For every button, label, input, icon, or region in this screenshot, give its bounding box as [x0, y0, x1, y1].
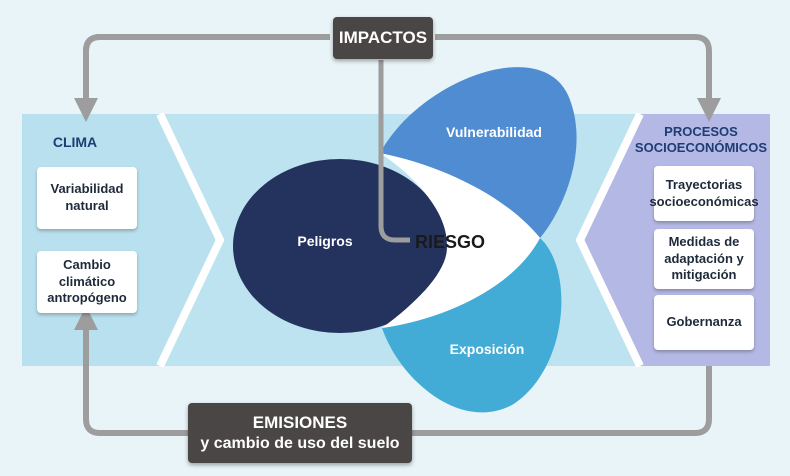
governance-box: Gobernanza: [654, 295, 754, 350]
risk-label: RIESGO: [414, 232, 485, 252]
impacts-center-line: [378, 60, 410, 243]
anthropogenic-change-box: Cambio climático antropógeno: [37, 251, 137, 313]
impacts-label: IMPACTOS: [338, 28, 428, 47]
impacts-left-arrow: [74, 34, 330, 122]
exposure-petal: [382, 238, 562, 413]
socioeconomic-title-line1: PROCESOS: [664, 124, 738, 139]
adaptation-mitigation-box: Medidas de adaptación y mitigación: [654, 229, 754, 289]
natural-variability-box: Variabilidad natural: [37, 167, 137, 229]
emissions-box: EMISIONES y cambio de uso del suelo: [188, 403, 412, 463]
exposure-label: Exposición: [449, 341, 525, 357]
impacts-box: IMPACTOS: [333, 17, 433, 59]
left-chevron: [156, 112, 225, 368]
vulnerability-petal: [380, 67, 577, 239]
climate-title: CLIMA: [52, 134, 98, 150]
risk-center: [380, 153, 540, 328]
emissions-right-line: [412, 366, 712, 436]
emissions-sublabel: y cambio de uso del suelo: [200, 435, 400, 452]
hazards-label: Peligros: [297, 233, 353, 249]
hazards-petal: [233, 159, 447, 333]
socioeconomic-title: PROCESOS SOCIOECONÓMICOS: [628, 124, 774, 157]
trajectories-box: Trayectorias socioeconómicas: [649, 166, 759, 221]
emissions-label: EMISIONES: [252, 413, 348, 432]
socioeconomic-title-line2: SOCIOECONÓMICOS: [634, 140, 768, 156]
vulnerability-label: Vulnerabilidad: [446, 124, 542, 140]
right-chevron: [575, 112, 644, 368]
emissions-connector: [74, 306, 188, 436]
